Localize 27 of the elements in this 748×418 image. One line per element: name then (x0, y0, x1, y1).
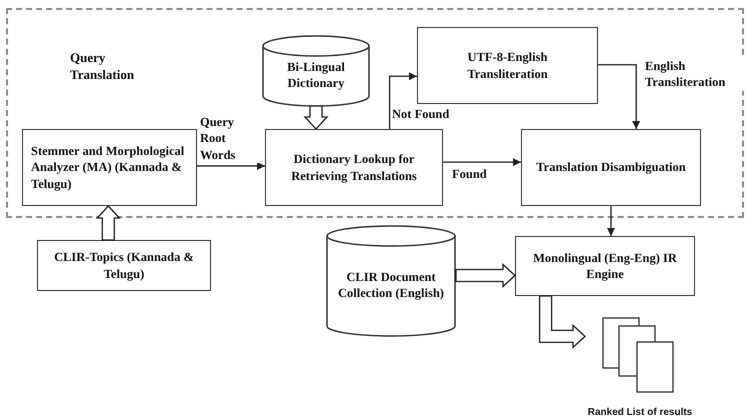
region-title: Query Translation (70, 50, 136, 84)
node-text: CLIR-Topics (Kannada & Telugu) (53, 249, 195, 282)
node-text: Stemmer and Morphological Analyzer (MA) (Kannada & Telugu) (31, 142, 186, 192)
node-text: UTF-8-English Transliteration (466, 49, 549, 82)
block-arrow (304, 105, 328, 130)
process-box (22, 129, 197, 206)
arrow (607, 206, 615, 236)
process-box (515, 236, 695, 296)
block-arrow (96, 205, 121, 241)
edge-label: English Transliteration (645, 58, 745, 90)
node-text: Bi-Lingual Dictionary (286, 58, 346, 92)
arrow (197, 162, 265, 170)
process-box (37, 240, 211, 291)
process-box (417, 27, 598, 104)
process-box (521, 129, 701, 206)
arrow (388, 72, 417, 129)
node-text: Ranked List of results (588, 407, 692, 418)
arrow (443, 158, 521, 166)
block-arrow (455, 263, 516, 288)
node-text: CLIR Document Collection (English) (337, 268, 445, 302)
dashed-region (6, 8, 744, 218)
node-text: Monolingual (Eng-Eng) IR Engine (532, 250, 678, 282)
block-arrow (538, 295, 586, 349)
process-box (265, 129, 443, 206)
node-text: Dictionary Lookup for Retrieving Translations (290, 151, 418, 184)
node-text: Translation Disambiguation (536, 159, 686, 176)
arrow (598, 64, 640, 129)
